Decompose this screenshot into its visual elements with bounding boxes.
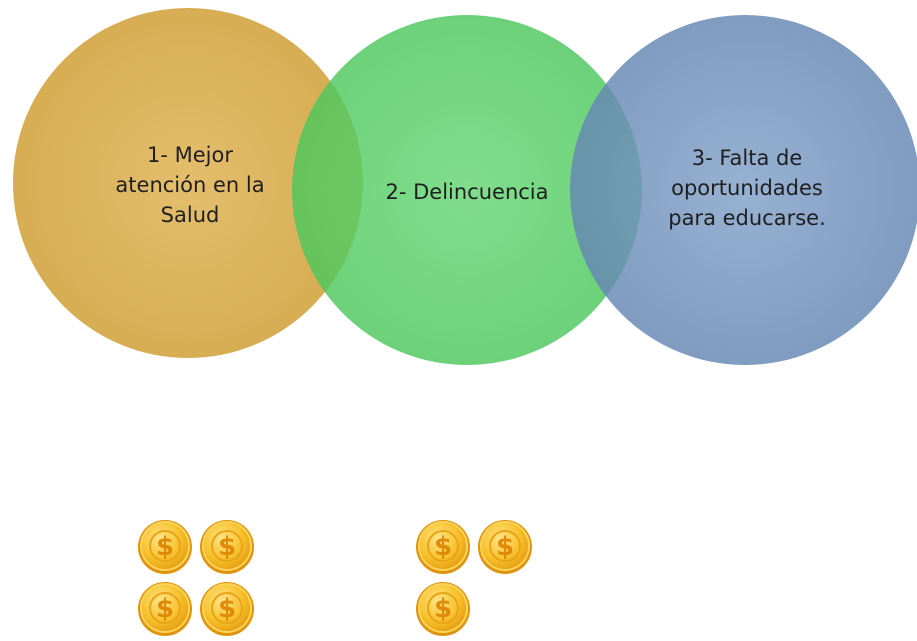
dollar-coin-icon: $ xyxy=(138,520,192,574)
svg-text:$: $ xyxy=(218,532,236,562)
dollar-coin-icon: $ xyxy=(416,520,470,574)
dollar-coin-icon: $ xyxy=(200,582,254,636)
venn-circle-educacion xyxy=(570,15,917,365)
svg-text:$: $ xyxy=(156,532,174,562)
svg-text:$: $ xyxy=(496,532,514,562)
dollar-coin-icon: $ xyxy=(478,520,532,574)
label-line: 3- Falta de xyxy=(691,146,803,170)
venn-circle-delincuencia xyxy=(292,15,642,365)
svg-text:$: $ xyxy=(434,532,452,562)
venn-circle-salud xyxy=(13,8,363,358)
label-line: 1- Mejor xyxy=(147,143,233,167)
label-line: oportunidades xyxy=(671,176,823,200)
dollar-coin-icon: $ xyxy=(200,520,254,574)
circle-label-educacion: 3- Falta de oportunidades para educarse. xyxy=(637,138,857,238)
coin-group-delincuencia: $ $ $ xyxy=(413,518,537,638)
svg-text:$: $ xyxy=(434,594,452,624)
label-line: 2- Delincuencia xyxy=(385,180,549,204)
svg-text:$: $ xyxy=(218,594,236,624)
circle-label-salud: 1- Mejor atención en la Salud xyxy=(80,125,300,245)
coin-group-salud: $ $ $ $ xyxy=(135,518,259,638)
label-line: atención en la xyxy=(115,173,265,197)
label-line: para educarse. xyxy=(668,206,826,230)
dollar-coin-icon: $ xyxy=(138,582,192,636)
svg-text:$: $ xyxy=(156,594,174,624)
label-line: Salud xyxy=(160,203,220,227)
dollar-coin-icon: $ xyxy=(416,582,470,636)
circle-label-delincuencia: 2- Delincuencia xyxy=(357,172,577,212)
